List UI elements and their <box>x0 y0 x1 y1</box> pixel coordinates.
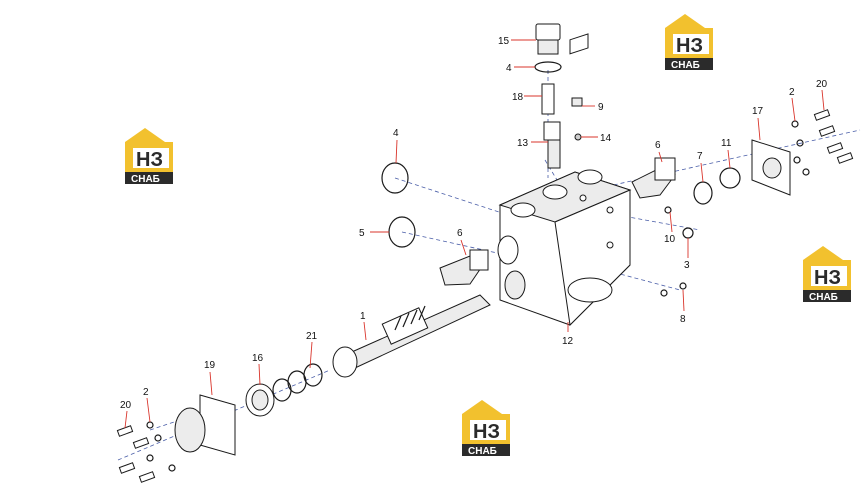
callout-9: 9 <box>598 102 604 113</box>
callout-16: 16 <box>252 353 264 364</box>
callout-19: 19 <box>204 360 216 371</box>
callout-1: 1 <box>360 311 366 322</box>
watermark-logo: НЗ СНАБ <box>125 128 173 185</box>
callout-10: 10 <box>664 234 676 245</box>
logo-caption: СНАБ <box>809 292 838 303</box>
callout-4b: 4 <box>393 128 399 139</box>
valve-body <box>497 33 632 327</box>
callout-7: 7 <box>697 151 703 162</box>
callout-11: 11 <box>721 138 732 149</box>
spool-assembly <box>245 294 491 417</box>
callout-3: 3 <box>684 260 690 271</box>
callout-2: 2 <box>789 87 795 98</box>
logo-caption: СНАБ <box>468 446 497 457</box>
callout-5: 5 <box>359 228 365 239</box>
callout-14: 14 <box>600 133 612 144</box>
logo-letters: НЗ <box>676 35 703 57</box>
logo-letters: НЗ <box>136 149 163 171</box>
callout-4: 4 <box>506 63 512 74</box>
callout-13: 13 <box>517 138 529 149</box>
logo-letters: НЗ <box>814 267 841 289</box>
callout-labels: 15 4 18 9 13 14 6 7 11 17 2 20 4 5 6 10 … <box>120 36 828 411</box>
right-end-cover <box>660 109 854 297</box>
callout-18: 18 <box>512 92 524 103</box>
leader-lines <box>124 39 825 429</box>
logo-caption: СНАБ <box>131 174 160 185</box>
callout-12: 12 <box>562 336 574 347</box>
callout-17: 17 <box>752 106 764 117</box>
logo-letters: НЗ <box>473 421 500 443</box>
large-o-rings <box>381 162 416 248</box>
relief-cartridges <box>439 157 676 286</box>
left-end-cover <box>116 394 236 483</box>
callout-20: 20 <box>816 79 828 90</box>
callout-6: 6 <box>655 140 661 151</box>
callout-20b: 20 <box>120 400 132 411</box>
watermark-logo: НЗ СНАБ <box>665 14 713 71</box>
callout-15: 15 <box>498 36 510 47</box>
callout-6b: 6 <box>457 228 463 239</box>
assembly-axes <box>117 70 861 461</box>
callout-2b: 2 <box>143 387 149 398</box>
callout-8: 8 <box>680 314 686 325</box>
watermark-logo: НЗ СНАБ <box>462 400 510 457</box>
logo-caption: СНАБ <box>671 60 700 71</box>
callout-21: 21 <box>306 331 318 342</box>
watermark-logo: НЗ СНАБ <box>803 246 851 303</box>
relief-valve-stack <box>534 23 583 169</box>
